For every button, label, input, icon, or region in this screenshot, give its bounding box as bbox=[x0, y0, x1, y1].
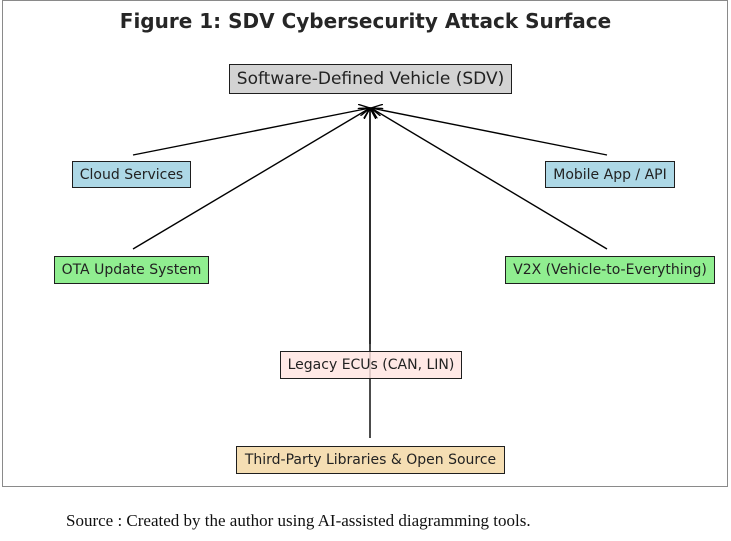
figure-title: Figure 1: SDV Cybersecurity Attack Surfa… bbox=[119, 9, 612, 33]
edge-v2x bbox=[371, 108, 608, 250]
node-third-party-libraries-label: Third-Party Libraries & Open Source bbox=[244, 452, 497, 468]
node-legacy-ecus: Legacy ECUs (CAN, LIN) bbox=[280, 351, 462, 379]
node-mobile-app-api-label: Mobile App / API bbox=[553, 166, 667, 183]
node-ota-update-system-label: OTA Update System bbox=[61, 262, 202, 278]
node-v2x-label: V2X (Vehicle-to-Everything) bbox=[513, 262, 707, 278]
node-ota-update-system: OTA Update System bbox=[54, 256, 209, 284]
node-legacy-ecus-label: Legacy ECUs (CAN, LIN) bbox=[287, 357, 455, 373]
edge-ota bbox=[132, 108, 370, 250]
node-v2x: V2X (Vehicle-to-Everything) bbox=[505, 256, 715, 284]
edge-cloud bbox=[132, 108, 370, 156]
source-caption: Source : Created by the author using AI-… bbox=[66, 511, 531, 530]
node-third-party-libraries: Third-Party Libraries & Open Source bbox=[236, 446, 505, 474]
node-cloud-services-label: Cloud Services bbox=[79, 166, 184, 183]
edge-mobile bbox=[371, 108, 608, 156]
node-cloud-services: Cloud Services bbox=[72, 161, 191, 188]
node-mobile-app-api: Mobile App / API bbox=[545, 161, 675, 188]
node-sdv-label: Software-Defined Vehicle (SDV) bbox=[236, 69, 505, 89]
node-sdv: Software-Defined Vehicle (SDV) bbox=[229, 64, 512, 94]
